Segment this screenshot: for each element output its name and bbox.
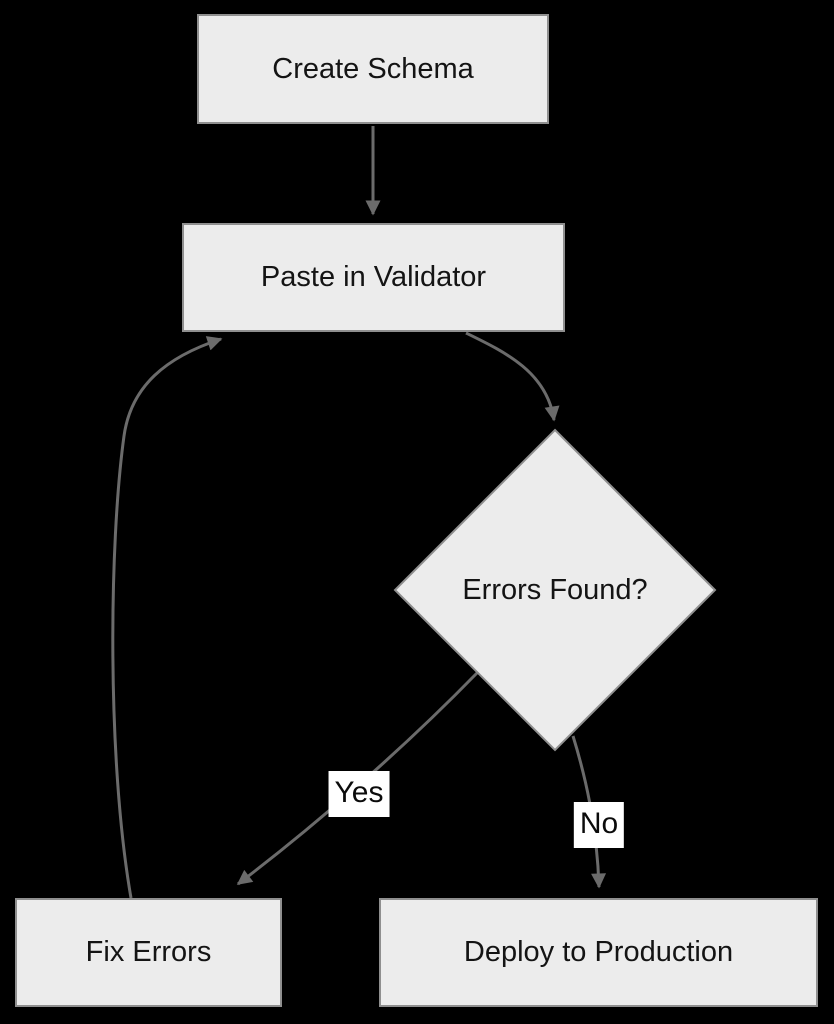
node-fix-errors: Fix Errors — [15, 898, 282, 1007]
edge-label-no-text: No — [579, 807, 619, 840]
node-fix-errors-label: Fix Errors — [85, 936, 212, 968]
node-create-schema: Create Schema — [197, 14, 549, 124]
node-errors-found: Errors Found? — [435, 558, 675, 622]
node-deploy-to-production: Deploy to Production — [379, 898, 818, 1007]
node-create-schema-label: Create Schema — [272, 52, 474, 85]
edge-label-no: No — [573, 802, 625, 848]
node-errors-found-label: Errors Found? — [462, 573, 648, 606]
edge-fix-to-paste — [111, 336, 223, 899]
decision-diamond-shape — [393, 428, 717, 752]
node-paste-in-validator: Paste in Validator — [182, 223, 565, 332]
node-deploy-to-production-label: Deploy to Production — [463, 936, 734, 968]
edge-label-yes: Yes — [328, 771, 390, 817]
node-paste-in-validator-label: Paste in Validator — [260, 261, 487, 293]
edge-paste-to-diamond — [465, 331, 560, 422]
edge-label-yes-text: Yes — [334, 776, 384, 809]
